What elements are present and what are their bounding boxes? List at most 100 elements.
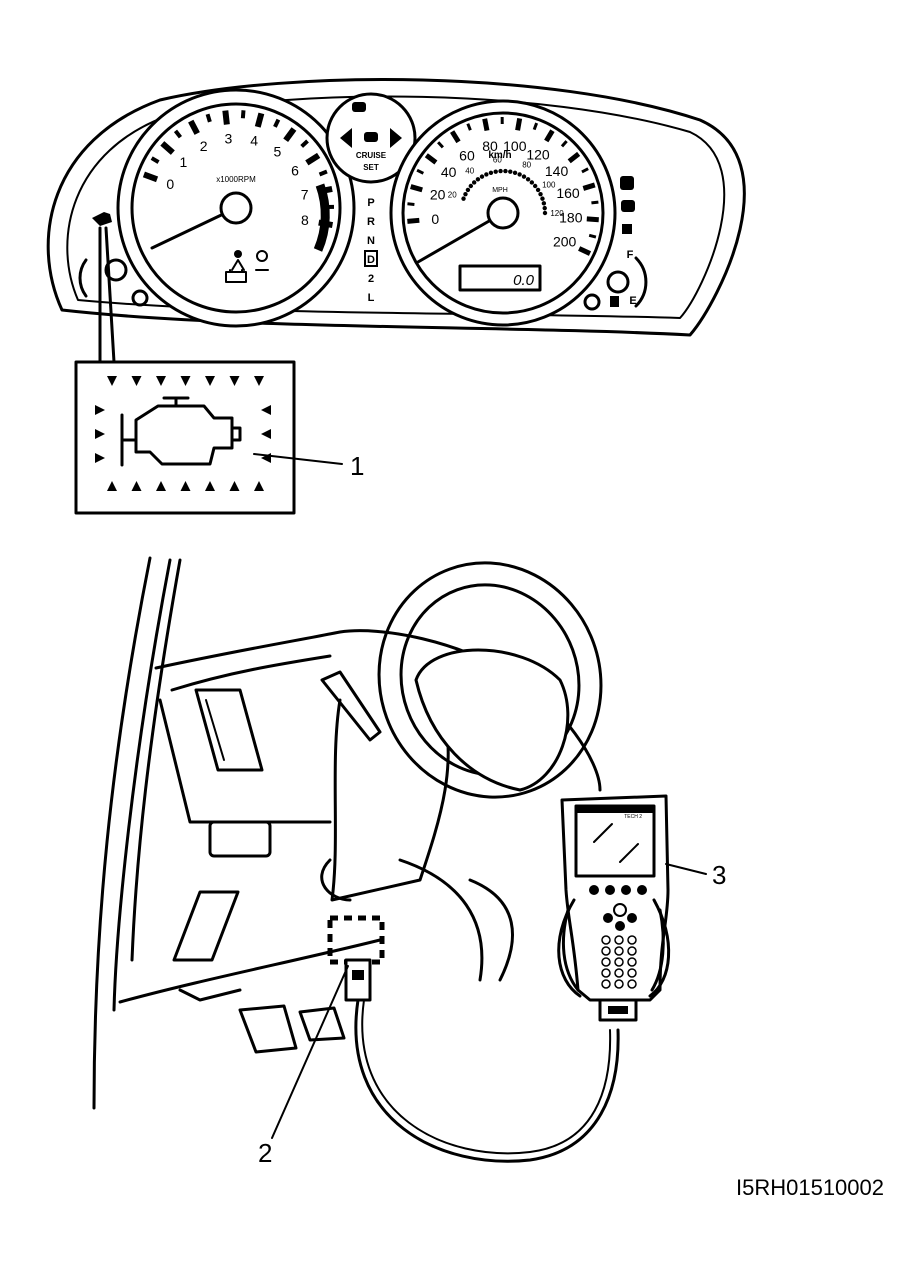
mph-dot xyxy=(484,172,489,177)
gear-label: D xyxy=(367,254,375,266)
speedometer-major-tick xyxy=(407,217,420,224)
flash-ray xyxy=(205,376,215,386)
gear-label: P xyxy=(367,197,374,209)
speedometer-major-tick xyxy=(482,118,490,132)
pedals xyxy=(238,1004,346,1054)
speedometer-tick-label: 20 xyxy=(430,186,446,202)
mph-dot xyxy=(468,183,474,189)
speedometer-major-tick xyxy=(544,129,555,143)
speedometer-minor-tick xyxy=(591,200,599,205)
keypad-key xyxy=(627,935,637,945)
turn-signal-stalk xyxy=(320,670,382,742)
tachometer-minor-tick xyxy=(300,139,309,148)
speedometer-major-tick xyxy=(410,184,423,193)
flash-ray xyxy=(229,481,240,491)
mph-dot xyxy=(508,169,513,174)
dlc-socket-dashed xyxy=(327,915,385,965)
keypad-key xyxy=(614,935,624,945)
gear-label: 2 xyxy=(368,273,374,285)
tachometer-minor-tick xyxy=(205,113,212,123)
flash-ray xyxy=(95,405,105,415)
tachometer-tick-label: 3 xyxy=(224,130,232,146)
tachometer-major-tick xyxy=(160,141,175,155)
mph-dot xyxy=(542,205,547,211)
nav-key xyxy=(613,903,627,917)
mph-dot xyxy=(538,191,543,197)
tachometer-major-tick xyxy=(283,127,297,143)
car-interior xyxy=(92,556,603,1110)
brake-icon xyxy=(621,200,635,212)
fuel-empty-label: E xyxy=(629,295,636,307)
turn-signal-left-icon xyxy=(340,128,352,148)
tachometer-minor-tick xyxy=(150,156,160,164)
tachometer-major-tick xyxy=(254,112,265,128)
keypad-key xyxy=(601,946,611,956)
flash-ray xyxy=(131,376,142,386)
tachometer-tick-label: 2 xyxy=(200,138,208,154)
speedometer-minor-tick xyxy=(532,122,539,131)
gear-label: L xyxy=(368,292,375,304)
mph-dot xyxy=(479,174,485,179)
gear-selected-box xyxy=(364,250,378,267)
tachometer-major-tick xyxy=(222,110,230,125)
dlc-connector xyxy=(271,915,620,1163)
keypad-key xyxy=(601,968,611,978)
keypad-key xyxy=(614,979,624,989)
mph-dot xyxy=(475,177,481,182)
speedometer-minor-tick xyxy=(437,141,444,149)
mph-dot xyxy=(535,187,541,193)
mph-tick-label: 80 xyxy=(522,160,531,169)
cruise-set-label: SET xyxy=(363,163,379,172)
tachometer-major-tick xyxy=(142,171,159,183)
tachometer-minor-tick xyxy=(318,169,328,177)
speedometer-major-tick xyxy=(450,130,461,144)
mph-dot xyxy=(521,174,527,179)
speedometer-major-tick xyxy=(582,182,596,191)
figure-id: I5RH01510002 xyxy=(736,1175,884,1200)
cluster-bezel xyxy=(66,95,726,319)
dashboard xyxy=(154,629,602,792)
check-engine-icon-small xyxy=(92,212,112,226)
fuel-pump-icon xyxy=(610,296,619,307)
speedometer-tick-label: 140 xyxy=(545,163,569,179)
keypad-key xyxy=(614,968,624,978)
flash-ray xyxy=(107,481,117,491)
fuel-full-label: F xyxy=(627,249,634,261)
flash-ray xyxy=(205,481,215,491)
mph-dot xyxy=(512,170,518,175)
callout-2-leader xyxy=(271,965,349,1139)
flash-ray xyxy=(261,405,271,415)
mph-dot xyxy=(532,183,538,189)
speedometer-minor-tick xyxy=(588,233,597,239)
arrow-key xyxy=(603,913,613,923)
speedometer-major-tick xyxy=(567,151,581,164)
speedometer-major-tick xyxy=(515,118,523,131)
trunk-icon xyxy=(620,176,634,190)
lamp-flash-rays xyxy=(95,376,271,491)
flash-ray xyxy=(107,376,117,386)
flash-ray xyxy=(180,376,191,386)
keypad-key xyxy=(627,957,637,967)
mph-dot xyxy=(461,196,466,201)
air-vent xyxy=(194,688,264,772)
mph-dot xyxy=(529,180,535,185)
flash-ray xyxy=(254,481,264,491)
mph-tick-label: 20 xyxy=(448,191,457,200)
flash-ray xyxy=(95,453,105,463)
speedometer-major-tick xyxy=(586,216,599,223)
flash-ray xyxy=(261,429,271,439)
left-warning-area xyxy=(78,212,149,307)
tachometer-redzone xyxy=(313,183,330,252)
callout-3-leader xyxy=(665,863,707,875)
speedometer-minor-tick xyxy=(407,202,415,206)
speedometer-unit-mph: MPH xyxy=(492,187,508,194)
keypad-key xyxy=(627,968,637,978)
function-key xyxy=(589,885,599,895)
mph-dot xyxy=(488,170,494,175)
